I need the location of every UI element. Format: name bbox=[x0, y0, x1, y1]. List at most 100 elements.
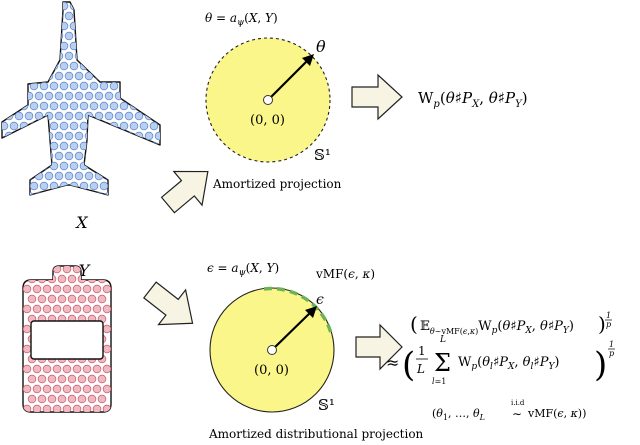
point bbox=[149, 81, 159, 91]
y-label: Y bbox=[79, 261, 91, 280]
svg-text:): ) bbox=[594, 345, 607, 385]
point bbox=[64, 191, 74, 195]
point bbox=[32, 266, 42, 274]
point bbox=[154, 191, 160, 195]
point bbox=[2, 2, 9, 11]
point bbox=[42, 284, 52, 294]
point bbox=[94, 131, 104, 141]
point bbox=[23, 304, 32, 314]
point bbox=[124, 11, 134, 21]
block-arrow-icon bbox=[160, 170, 209, 214]
point bbox=[77, 294, 87, 304]
point bbox=[39, 81, 49, 91]
point bbox=[82, 284, 92, 294]
svg-text:l=1: l=1 bbox=[432, 377, 446, 386]
point bbox=[39, 181, 49, 191]
point bbox=[119, 41, 129, 51]
point bbox=[2, 181, 9, 191]
point bbox=[62, 304, 72, 314]
point bbox=[49, 121, 59, 131]
point bbox=[69, 61, 79, 71]
point bbox=[44, 191, 54, 195]
point bbox=[69, 101, 79, 111]
point bbox=[144, 131, 154, 141]
point bbox=[2, 41, 9, 51]
point bbox=[94, 91, 104, 101]
point bbox=[104, 31, 114, 41]
point bbox=[19, 181, 29, 191]
point bbox=[84, 31, 94, 41]
point bbox=[84, 51, 94, 61]
origin-top: (0, 0) bbox=[250, 113, 285, 128]
point bbox=[99, 161, 109, 171]
point bbox=[29, 21, 39, 31]
point bbox=[134, 11, 144, 21]
point bbox=[114, 191, 124, 195]
point bbox=[14, 171, 24, 181]
point bbox=[67, 394, 77, 404]
theta-label: θ bbox=[316, 37, 326, 56]
airplane-icon bbox=[1, 1, 161, 196]
point bbox=[134, 131, 144, 141]
point bbox=[14, 91, 24, 101]
point bbox=[97, 394, 107, 404]
point bbox=[23, 324, 32, 334]
point bbox=[57, 294, 67, 304]
point bbox=[79, 41, 89, 51]
point bbox=[72, 284, 82, 294]
point bbox=[23, 284, 32, 294]
point bbox=[2, 81, 9, 91]
point bbox=[49, 61, 59, 71]
point bbox=[4, 51, 14, 61]
point bbox=[23, 344, 32, 354]
point bbox=[84, 71, 94, 81]
point bbox=[4, 151, 14, 161]
point bbox=[139, 2, 149, 11]
point bbox=[119, 2, 129, 11]
point bbox=[9, 121, 19, 131]
point bbox=[32, 364, 42, 374]
point bbox=[4, 191, 14, 195]
point bbox=[34, 131, 44, 141]
point bbox=[139, 181, 149, 191]
point bbox=[57, 394, 67, 404]
point bbox=[23, 266, 32, 274]
point bbox=[99, 141, 109, 151]
point bbox=[37, 374, 47, 384]
point bbox=[102, 284, 111, 294]
point bbox=[62, 364, 72, 374]
point bbox=[129, 121, 139, 131]
point bbox=[84, 171, 94, 181]
point bbox=[9, 61, 19, 71]
point bbox=[119, 61, 129, 71]
point bbox=[59, 41, 69, 51]
point bbox=[27, 294, 37, 304]
point bbox=[94, 51, 104, 61]
point bbox=[139, 141, 149, 151]
point bbox=[29, 101, 39, 111]
point bbox=[39, 121, 49, 131]
point bbox=[9, 101, 19, 111]
point bbox=[52, 304, 62, 314]
point bbox=[82, 364, 92, 374]
point bbox=[39, 101, 49, 111]
point bbox=[14, 131, 24, 141]
point bbox=[124, 111, 134, 121]
point bbox=[119, 101, 129, 111]
point bbox=[144, 11, 154, 21]
point bbox=[82, 384, 92, 394]
point bbox=[102, 344, 111, 354]
point bbox=[134, 91, 144, 101]
point bbox=[124, 191, 134, 195]
point bbox=[89, 141, 99, 151]
point bbox=[119, 161, 129, 171]
point bbox=[69, 161, 79, 171]
point bbox=[2, 101, 9, 111]
point bbox=[139, 61, 149, 71]
point bbox=[59, 141, 69, 151]
point bbox=[64, 171, 74, 181]
point bbox=[34, 11, 44, 21]
amortized-projection-caption: Amortized projection bbox=[212, 177, 342, 191]
point bbox=[62, 404, 72, 412]
